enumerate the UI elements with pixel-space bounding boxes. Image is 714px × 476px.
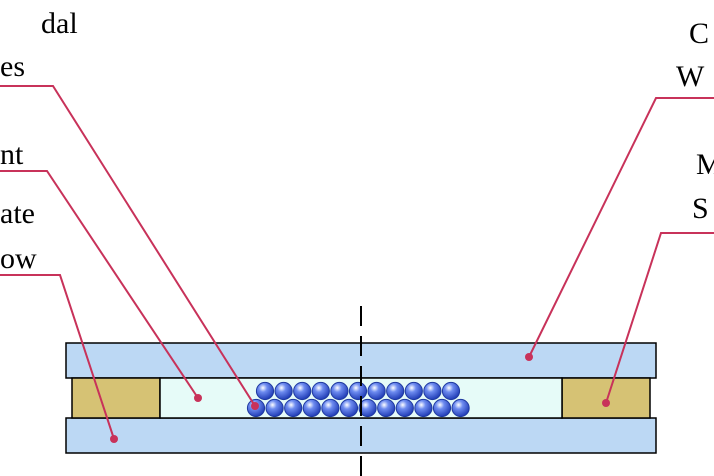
leader-spacer [605, 232, 714, 404]
colloidal-particles-label-line2: es [0, 50, 25, 83]
spacer-right [561, 377, 651, 419]
particle-top-row-sphere [386, 381, 405, 401]
particle-bottom-row-sphere [377, 398, 396, 418]
particle-bottom-row-sphere [265, 398, 284, 418]
particle-top-row-sphere [255, 381, 275, 401]
particle-top-row-sphere [348, 381, 368, 401]
particle-top-row-sphere [311, 381, 330, 401]
leader-solvent [0, 170, 199, 399]
dot-spacer [602, 399, 610, 407]
particle-top-row-sphere [367, 381, 386, 401]
particle-bottom-row-sphere [302, 398, 321, 418]
dot-cover-window [525, 353, 533, 361]
dot-substrate-window [110, 435, 118, 443]
colloidal-particles [246, 381, 470, 418]
substrate-window-label-line1: ate [0, 197, 35, 230]
leader-cover-window [528, 97, 714, 358]
leader-colloidal-particles [0, 85, 256, 407]
spacer-label-line2: S [692, 192, 709, 225]
spacer-left [71, 377, 161, 419]
particle-bottom-row-sphere [432, 398, 452, 418]
particle-top-row-sphere [441, 381, 461, 401]
particle-top-row-sphere [274, 381, 293, 401]
particle-bottom-row-sphere [339, 398, 359, 418]
solvent-label: nt [0, 138, 24, 171]
particle-bottom-row-sphere [395, 398, 414, 418]
spacer-label-line1: M [696, 148, 714, 181]
dot-colloidal-particles [251, 402, 259, 410]
substrate-window-label-line2: ow [0, 242, 37, 275]
particle-top-row-sphere [293, 381, 312, 401]
particle-top-row-sphere [423, 381, 442, 401]
particle-top-row-sphere [330, 381, 349, 401]
particle-top-row-sphere [404, 381, 423, 401]
particle-bottom-row-sphere [414, 398, 433, 418]
particle-bottom-row-sphere [321, 398, 340, 418]
colloidal-particles-label-line1: dal [41, 7, 78, 40]
particle-bottom-row-sphere [451, 398, 470, 418]
leader-substrate-window [0, 274, 115, 440]
particle-bottom-row-sphere [358, 398, 377, 418]
dot-solvent [194, 394, 202, 402]
cover-window-label-line2: W [676, 60, 705, 93]
cover-window-label-line1: C [689, 17, 709, 50]
particle-bottom-row-sphere [284, 398, 303, 418]
